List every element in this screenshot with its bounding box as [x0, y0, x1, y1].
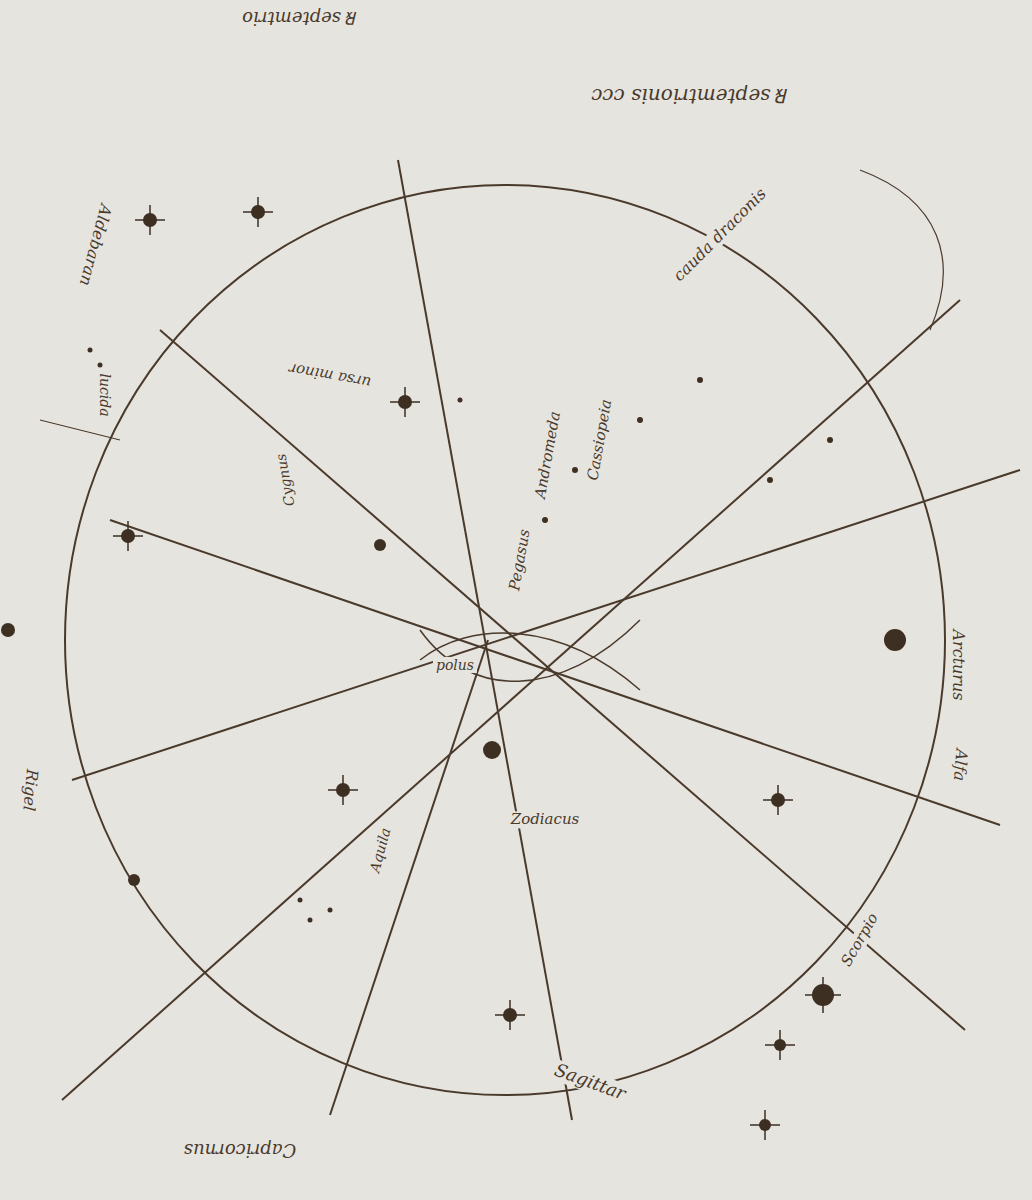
star-label: Capricornus [181, 1140, 299, 1161]
star-label: Zodiacus [508, 811, 583, 828]
star-label: ℞ septemtrionis ccc [588, 84, 792, 107]
star-label: Alfa [949, 745, 971, 785]
star-label: Pegasus [506, 525, 535, 595]
star-label: Cassiopeia [584, 395, 616, 485]
star-label: cauda draconis [668, 183, 772, 287]
star-label: ursa minor [285, 359, 376, 391]
star-label: Rigel [19, 765, 42, 814]
star-label: polus [433, 657, 477, 673]
star-label: Aldebaran [75, 199, 116, 290]
star-label: Scorpio [836, 908, 883, 972]
star-label: Aquila [366, 823, 395, 877]
star-label: Cygnus [272, 450, 298, 511]
star-label: Sagittar [549, 1059, 631, 1106]
star-label: Andromeda [531, 407, 564, 503]
star-label: ℞ septemtrio [239, 8, 361, 29]
star-label: lucida [97, 370, 113, 419]
star-label: Arcturus [949, 626, 967, 703]
